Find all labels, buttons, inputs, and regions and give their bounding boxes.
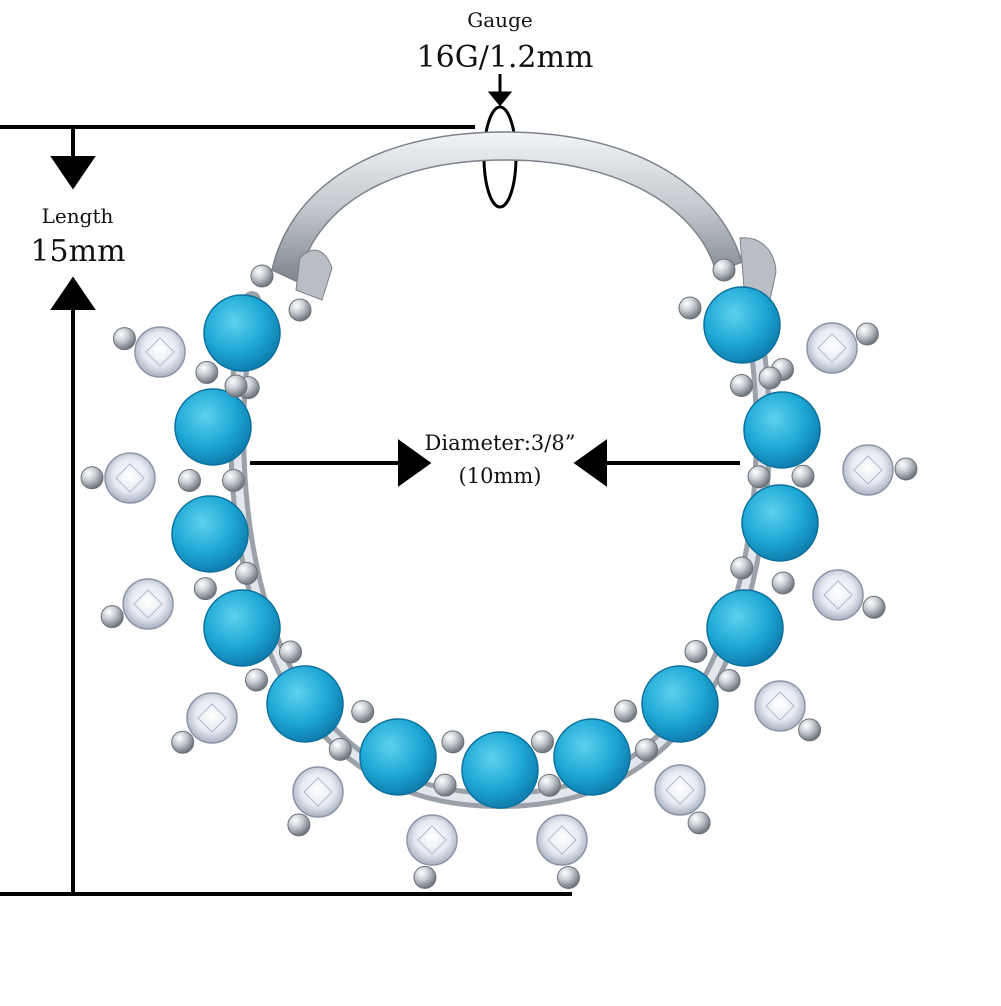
metal-bead-inner bbox=[235, 561, 259, 585]
crystal-prong-outer bbox=[798, 718, 822, 742]
metal-bead-inner bbox=[441, 730, 465, 754]
crystal-prong-outer bbox=[100, 605, 124, 629]
turquoise-stone bbox=[743, 391, 821, 469]
length-up-arrow-icon bbox=[50, 276, 96, 310]
gauge-arrow-icon bbox=[487, 91, 513, 107]
crystal-facet bbox=[765, 691, 795, 721]
length-value: 15mm bbox=[30, 234, 126, 269]
diameter-dimension bbox=[250, 439, 740, 487]
metal-bead-end bbox=[712, 258, 736, 282]
crystal-facet bbox=[197, 703, 227, 733]
crystal-stone bbox=[536, 814, 588, 866]
turquoise-stone bbox=[359, 718, 437, 796]
crystal-stone bbox=[654, 764, 706, 816]
metal-bead-end bbox=[758, 366, 782, 390]
crystal-facet bbox=[417, 825, 447, 855]
crystal-prong-outer bbox=[287, 813, 311, 837]
metal-bead-outer bbox=[717, 668, 741, 692]
gauge-value: 16G/1.2mm bbox=[416, 40, 594, 75]
metal-bead-outer bbox=[538, 773, 562, 797]
metal-bead-outer bbox=[178, 469, 202, 493]
diameter-label: Diameter:3/8” bbox=[424, 431, 576, 455]
crystal-stone bbox=[104, 452, 156, 504]
turquoise-stone bbox=[706, 589, 784, 667]
metal-bead-inner bbox=[730, 374, 754, 398]
metal-bead-end bbox=[224, 374, 248, 398]
metal-bead-outer bbox=[244, 668, 268, 692]
metal-bead-inner bbox=[730, 556, 754, 580]
crystal-facet bbox=[665, 775, 695, 805]
metal-bead-outer bbox=[328, 737, 352, 761]
metal-bead-inner bbox=[530, 730, 554, 754]
diameter-right-arrow-icon bbox=[398, 439, 432, 487]
crystal-prong-outer bbox=[556, 865, 580, 889]
crystal-facet bbox=[823, 580, 853, 610]
length-dimension bbox=[0, 125, 572, 896]
metal-bead-end bbox=[288, 298, 312, 322]
metal-bead-end bbox=[250, 264, 274, 288]
crystal-stone bbox=[812, 569, 864, 621]
crystal-stone bbox=[842, 444, 894, 496]
crystal-prong-outer bbox=[855, 322, 879, 346]
crystal-prong-outer bbox=[687, 811, 711, 835]
metal-bead-inner bbox=[351, 700, 375, 724]
turquoise-stone bbox=[171, 495, 249, 573]
gauge-label: Gauge bbox=[467, 8, 533, 32]
stone-setting bbox=[80, 258, 918, 889]
crystal-stone bbox=[186, 692, 238, 744]
turquoise-stone bbox=[741, 484, 819, 562]
metal-bead-outer bbox=[771, 571, 795, 595]
turquoise-stone bbox=[461, 731, 539, 809]
crystal-stone bbox=[292, 766, 344, 818]
crystal-stone bbox=[806, 322, 858, 374]
metal-bead-outer bbox=[193, 577, 217, 601]
crystal-stone bbox=[406, 814, 458, 866]
diameter-value: (10mm) bbox=[458, 464, 542, 488]
turquoise-stone bbox=[703, 286, 781, 364]
crystal-prong-outer bbox=[862, 595, 886, 619]
turquoise-stone bbox=[266, 665, 344, 743]
crystal-prong-outer bbox=[171, 730, 195, 754]
crystal-stone bbox=[134, 326, 186, 378]
turquoise-stone bbox=[203, 589, 281, 667]
crystal-prong-outer bbox=[894, 457, 918, 481]
length-label: Length bbox=[41, 204, 114, 228]
hinged-band bbox=[271, 131, 777, 301]
crystal-facet bbox=[115, 463, 145, 493]
metal-bead-inner bbox=[747, 465, 771, 489]
turquoise-stone bbox=[553, 718, 631, 796]
crystal-facet bbox=[817, 333, 847, 363]
crystal-stone bbox=[754, 680, 806, 732]
turquoise-stone bbox=[203, 294, 281, 372]
metal-bead-inner bbox=[279, 640, 303, 664]
metal-bead-inner bbox=[614, 699, 638, 723]
metal-bead-outer bbox=[791, 464, 815, 488]
turquoise-stone bbox=[641, 665, 719, 743]
crystal-prong-outer bbox=[80, 466, 104, 490]
crystal-facet bbox=[145, 337, 175, 367]
crystal-stone bbox=[122, 578, 174, 630]
crystal-facet bbox=[303, 777, 333, 807]
crystal-facet bbox=[853, 455, 883, 485]
metal-bead-inner bbox=[221, 468, 245, 492]
diameter-left-arrow-icon bbox=[573, 439, 607, 487]
metal-bead-outer bbox=[634, 738, 658, 762]
metal-bead-outer bbox=[195, 360, 219, 384]
length-down-arrow-icon bbox=[50, 156, 96, 190]
metal-bead-end bbox=[678, 296, 702, 320]
turquoise-stone bbox=[174, 388, 252, 466]
crystal-prong-outer bbox=[112, 327, 136, 351]
crystal-facet bbox=[133, 589, 163, 619]
crystal-facet bbox=[547, 825, 577, 855]
metal-bead-inner bbox=[684, 640, 708, 664]
crystal-prong-outer bbox=[413, 865, 437, 889]
metal-bead-outer bbox=[433, 773, 457, 797]
